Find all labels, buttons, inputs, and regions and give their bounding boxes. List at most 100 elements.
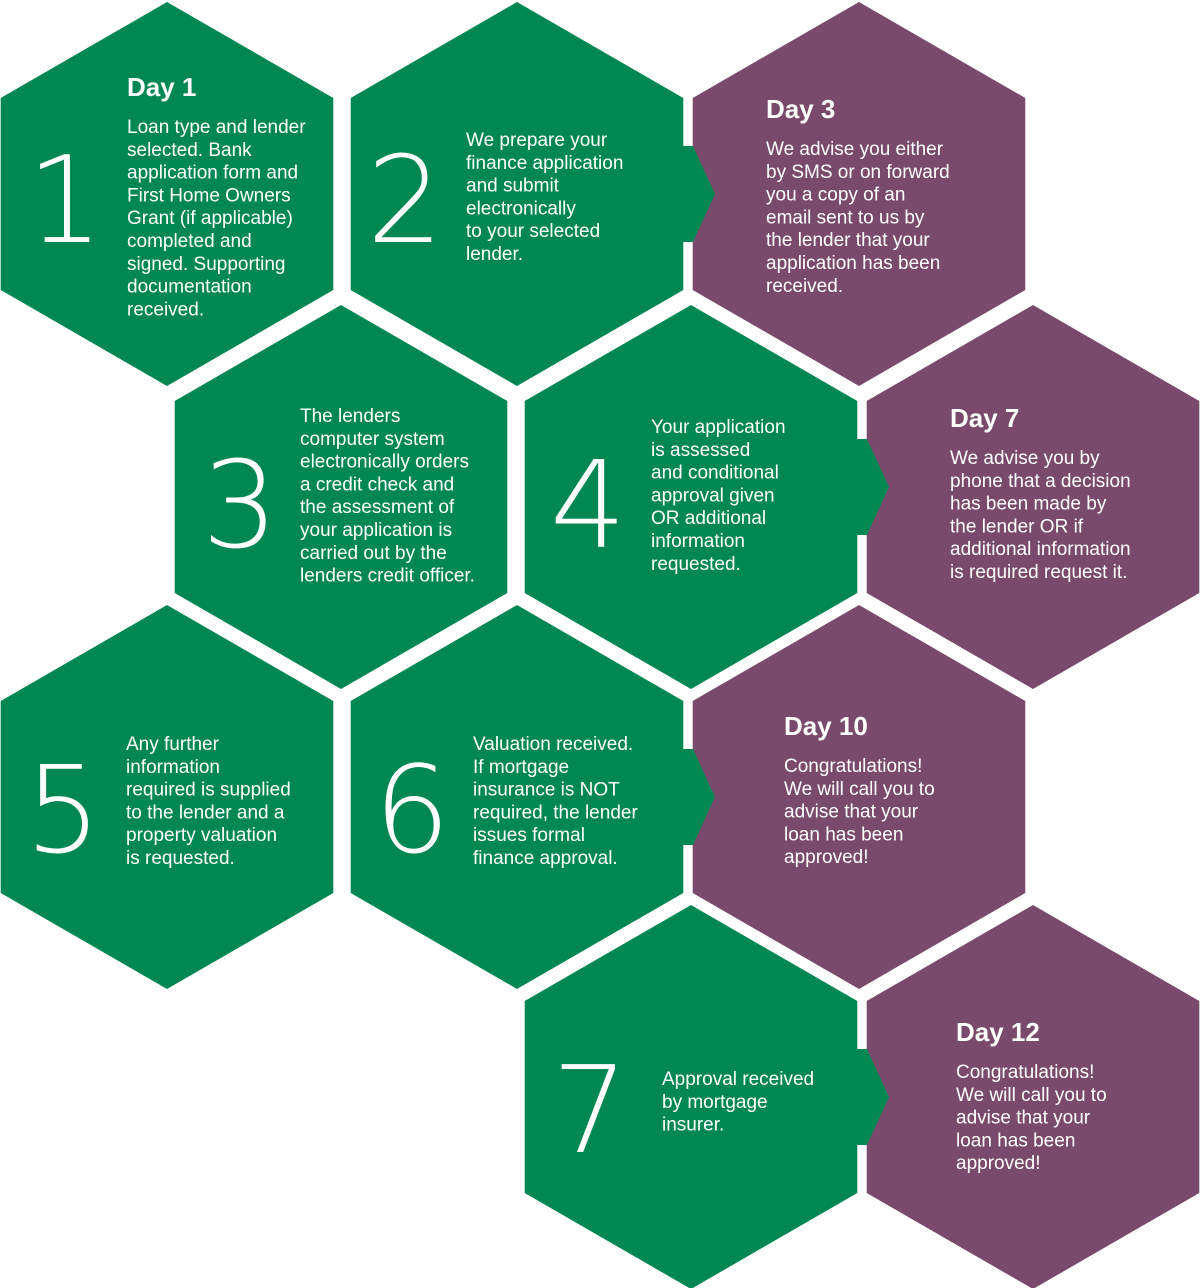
milestone-description-line: the lender OR if: [950, 516, 1084, 537]
milestone-description-line: email sent to us by: [766, 207, 925, 228]
step-description-line: lenders credit officer.: [300, 566, 475, 587]
step-description-line: Grant (if applicable): [127, 208, 293, 229]
step-description-line: finance application: [466, 153, 623, 174]
next-arrow-icon: [663, 749, 715, 845]
milestone-description-line: approved!: [956, 1153, 1041, 1174]
step-hexagon: [524, 305, 858, 689]
step-description-line: information: [651, 531, 745, 552]
step-number: 4: [550, 437, 626, 576]
milestone-description-line: We will call you to: [956, 1085, 1107, 1106]
step-number: 1: [27, 132, 103, 271]
milestone-description-line: advise that your: [956, 1108, 1091, 1129]
milestone-description-line: advise that your: [784, 802, 919, 823]
step-description-line: approval given: [651, 485, 775, 506]
step-hexagon: [350, 2, 684, 386]
step-hexagon: [174, 305, 508, 689]
milestone-description-line: has been made by: [950, 494, 1107, 515]
milestone-description-line: the lender that your: [766, 230, 930, 251]
milestone-description-line: approved!: [784, 847, 869, 868]
step-description-line: required is supplied: [126, 780, 291, 801]
step-number: 6: [374, 742, 450, 881]
milestone-description-line: loan has been: [956, 1130, 1075, 1151]
step-description-line: carried out by the: [300, 543, 447, 564]
step-description-line: documentation: [127, 277, 252, 298]
next-arrow-icon: [663, 146, 715, 242]
milestone-day-title: Day 3: [766, 94, 835, 124]
step-description-line: information: [126, 757, 220, 778]
step-description-line: insurer.: [662, 1115, 724, 1136]
step-number: 7: [552, 1042, 628, 1181]
milestone-day-12: Day 12 Congratulations!We will call you t…: [866, 905, 1200, 1288]
step-description-line: received.: [127, 299, 204, 320]
step-description-line: and submit: [466, 176, 560, 197]
step-description-line: to your selected: [466, 221, 600, 242]
next-arrow-icon: [837, 439, 889, 535]
step-description-line: is assessed: [651, 440, 750, 461]
milestone-description-line: We advise you either: [766, 139, 944, 160]
step-description-line: The lenders: [300, 406, 400, 427]
step-description-line: is requested.: [126, 848, 235, 869]
milestone-description-line: by SMS or on forward: [766, 162, 950, 183]
step-description-line: lender.: [466, 244, 523, 265]
milestone-description-line: Congratulations!: [784, 756, 922, 777]
step-description-line: finance approval.: [473, 848, 618, 869]
next-arrow-icon: [837, 1049, 889, 1145]
step-description-line: First Home Owners: [127, 185, 291, 206]
step-hexagon: [350, 605, 684, 989]
step-description-line: Approval received: [662, 1069, 814, 1090]
step-description-line: and conditional: [651, 463, 779, 484]
milestone-hexagon: [866, 305, 1200, 689]
step-description-line: requested.: [651, 554, 741, 575]
step-day-title: Day 1: [127, 72, 196, 102]
milestone-description-line: Congratulations!: [956, 1062, 1094, 1083]
step-description-line: required, the lender: [473, 802, 638, 823]
step-description-line: your application is: [300, 520, 452, 541]
milestone-hexagon: [692, 2, 1026, 386]
step-description-line: If mortgage: [473, 757, 569, 778]
step-description-line: a credit check and: [300, 474, 454, 495]
step-hexagon: [0, 2, 334, 386]
step-description-line: application form and: [127, 163, 298, 184]
milestone-description-line: We will call you to: [784, 779, 935, 800]
step-description-line: Loan type and lender: [127, 117, 306, 138]
step-description-line: completed and: [127, 231, 252, 252]
step-description-line: Valuation received.: [473, 734, 633, 755]
milestone-description-line: phone that a decision: [950, 471, 1131, 492]
step-number: 2: [367, 132, 443, 271]
step-hexagon: [524, 905, 858, 1288]
step-description-line: the assessment of: [300, 497, 455, 518]
milestone-description-line: We advise you by: [950, 448, 1100, 469]
step-description-line: by mortgage: [662, 1092, 768, 1113]
step-description-line: We prepare your: [466, 130, 608, 151]
step-description-line: selected. Bank: [127, 140, 252, 161]
step-description-line: Your application: [651, 417, 786, 438]
step-description-line: signed. Supporting: [127, 254, 285, 275]
milestone-description-line: received.: [766, 276, 843, 297]
step-description-line: Any further: [126, 734, 220, 755]
step-description-line: insurance is NOT: [473, 780, 620, 801]
step-description-line: electronically orders: [300, 452, 469, 473]
step-hexagon: [0, 605, 334, 989]
milestone-day-title: Day 12: [956, 1017, 1040, 1047]
milestone-description-line: application has been: [766, 253, 940, 274]
milestone-description-line: is required request it.: [950, 562, 1127, 583]
step-number: 3: [202, 437, 278, 576]
step-number: 5: [25, 742, 101, 881]
